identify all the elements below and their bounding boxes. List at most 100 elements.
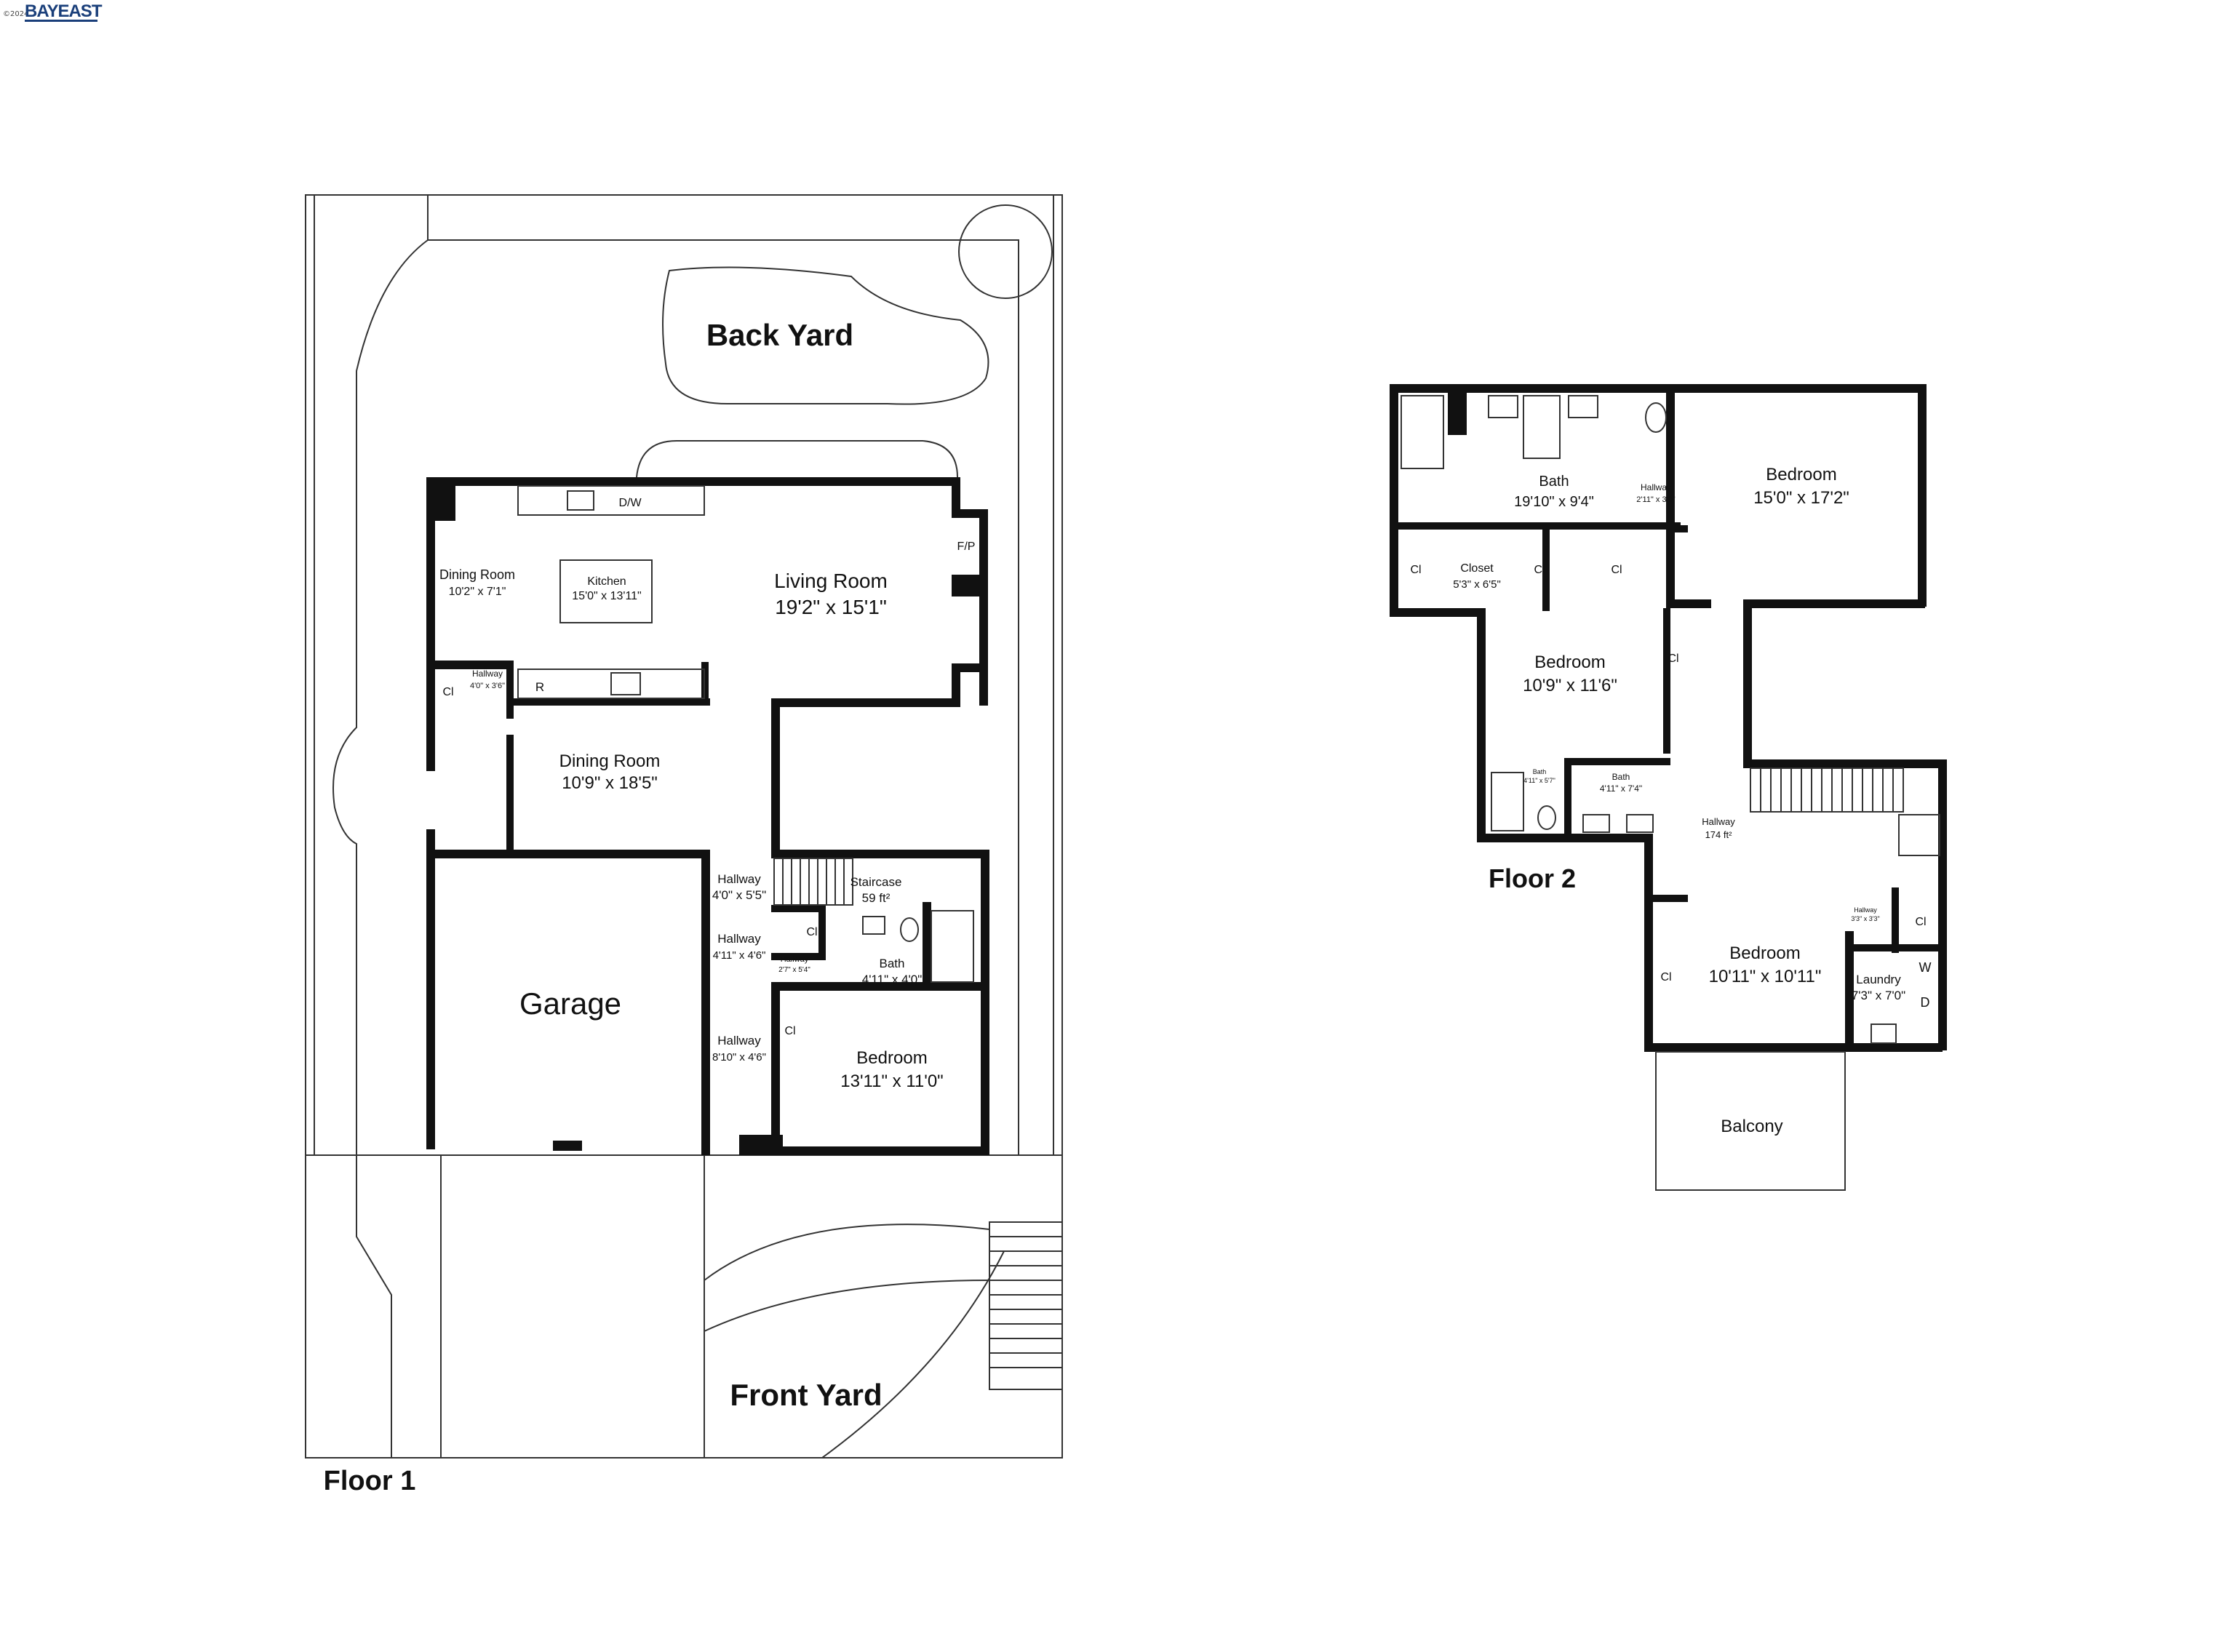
dining-room-dims: 10'9" x 18'5" <box>562 773 658 793</box>
hallway-3-dims: 4'11" x 4'6" <box>713 949 766 962</box>
garage-label: Garage <box>519 986 621 1021</box>
toilet-icon <box>900 917 919 942</box>
closet-name: Closet <box>1460 562 1494 575</box>
bath-name: Bath <box>880 957 905 970</box>
sink-icon-4 <box>1626 814 1654 833</box>
stove-icon <box>610 672 641 695</box>
closet-label-3: Cl <box>784 1025 795 1037</box>
front-arc-inner <box>704 1280 990 1332</box>
floor-2-plan: Floor 2 Bath 19'10" x 9'4" Hallway 2'11"… <box>1390 384 1947 1191</box>
washer-label: W <box>1919 960 1932 975</box>
front-walk <box>704 1250 1005 1459</box>
staircase-name: Staircase <box>850 875 902 889</box>
living-room-dims: 19'2" x 15'1" <box>775 596 887 618</box>
bath-small-b-dims: 4'11" x 7'4" <box>1600 783 1642 794</box>
hallway-2-dims: 4'0" x 5'5" <box>712 888 766 902</box>
hallway-main-name: Hallway <box>1702 816 1735 827</box>
kitchen-island <box>559 559 653 623</box>
floor-2-landing-steps <box>1898 814 1940 856</box>
refrigerator-label: R <box>535 680 544 694</box>
front-arc-outer <box>704 1224 990 1281</box>
dining-room-small-name: Dining Room <box>439 567 515 582</box>
front-steps <box>989 1221 1063 1390</box>
dishwasher-label: D/W <box>618 497 642 509</box>
hallway-1-dims: 4'0" x 3'6" <box>470 682 505 690</box>
logo-underline <box>25 20 97 22</box>
lot-boundary <box>305 194 1063 1459</box>
front-yard-label: Front Yard <box>730 1378 882 1412</box>
closet-label-a: Cl <box>1410 564 1421 576</box>
bedroom-3-name: Bedroom <box>1729 943 1800 963</box>
bath-small-b-name: Bath <box>1612 772 1630 782</box>
hallway-main-dims: 174 ft² <box>1705 829 1733 840</box>
closet-label-d: Cl <box>1668 653 1678 665</box>
closet-dims: 5'3" x 6'5" <box>1453 578 1501 591</box>
floor-1-title: Floor 1 <box>324 1466 416 1496</box>
sink-icon-2 <box>1568 395 1598 418</box>
hallway-4-dims: 2'7" x 5'4" <box>778 966 810 974</box>
shower-icon <box>931 910 974 983</box>
bedroom-master-dims: 15'0" x 17'2" <box>1753 488 1849 508</box>
bath-main-dims: 19'10" x 9'4" <box>1514 494 1594 510</box>
hallway-3-name: Hallway <box>717 932 761 946</box>
hallway-top-name: Hallway <box>1641 482 1671 492</box>
sink-icon-1 <box>1488 395 1518 418</box>
laundry-name: Laundry <box>1856 973 1901 986</box>
floor-2-staircase-steps <box>1750 767 1904 813</box>
closet-label-b: Cl <box>1534 564 1545 576</box>
toilet-icon-upper <box>1645 402 1667 433</box>
back-yard-label: Back Yard <box>706 318 853 352</box>
living-room-name: Living Room <box>774 570 888 592</box>
tree-icon <box>958 204 1053 299</box>
hallway-laundry-dims: 3'3" x 3'3" <box>1851 915 1879 922</box>
bathtub-icon-small <box>1491 772 1524 831</box>
rear-path <box>428 239 1019 1155</box>
back-yard-lawn <box>662 266 989 405</box>
hallway-2-name: Hallway <box>717 872 761 886</box>
bathtub-icon <box>1523 395 1561 459</box>
toilet-icon-small <box>1537 805 1556 830</box>
hallway-4-name: Hallway <box>781 955 809 964</box>
floor-2-title: Floor 2 <box>1489 863 1576 893</box>
bath-main-name: Bath <box>1539 474 1569 490</box>
hallway-5-name: Hallway <box>717 1034 761 1048</box>
logo-copyright: ©2024 <box>3 10 29 18</box>
sink-icon-3 <box>1582 814 1610 833</box>
floor-2-walls <box>1390 384 1947 1052</box>
kitchen-counter-top <box>517 485 705 516</box>
logo-text: BAYEAST <box>25 1 102 21</box>
bath-sink-icon <box>862 916 885 935</box>
bath-dims: 4'11" x 4'0" <box>862 973 923 986</box>
kitchen-dims: 15'0" x 13'11" <box>572 590 641 602</box>
kitchen-counter-bottom <box>517 669 705 699</box>
lot-inner <box>314 194 1054 1156</box>
kitchen-name: Kitchen <box>587 575 626 588</box>
floor-1-staircase-steps <box>773 858 853 906</box>
patio <box>636 440 958 478</box>
bedroom-dims: 13'11" x 11'0" <box>840 1072 943 1091</box>
hallway-5-dims: 8'10" x 4'6" <box>712 1051 766 1064</box>
floor-1-plan: Back Yard Front Yard Garage Floor 1 Dini… <box>305 194 1063 1496</box>
hallway-laundry-name: Hallway <box>1854 906 1877 914</box>
closet-label-e: Cl <box>1660 971 1671 983</box>
floor-1-walls <box>426 477 989 1155</box>
closet-label-1: Cl <box>442 686 453 698</box>
laundry-sink-icon <box>1871 1023 1897 1044</box>
balcony-label: Balcony <box>1721 1117 1782 1136</box>
closet-label-2: Cl <box>806 926 817 938</box>
dining-room-small-dims: 10'2" x 7'1" <box>449 586 506 598</box>
staircase-dims: 59 ft² <box>862 891 891 905</box>
closet-label-c: Cl <box>1611 564 1622 576</box>
sink-icon <box>567 490 594 511</box>
bedroom-3-dims: 10'11" x 10'11" <box>1709 967 1822 986</box>
hallway-top-dims: 2'11" x 3'0" <box>1636 495 1675 504</box>
hallway-1-name: Hallway <box>472 669 503 679</box>
bath-small-a-name: Bath <box>1533 768 1547 775</box>
bedroom-2-name: Bedroom <box>1534 653 1605 672</box>
balcony-outline <box>1655 1051 1846 1191</box>
fireplace-label: F/P <box>957 540 976 553</box>
laundry-dims: 7'3" x 7'0" <box>1852 989 1905 1002</box>
shower-icon <box>1401 395 1444 469</box>
bath-small-a-dims: 4'11" x 5'7" <box>1523 777 1555 784</box>
